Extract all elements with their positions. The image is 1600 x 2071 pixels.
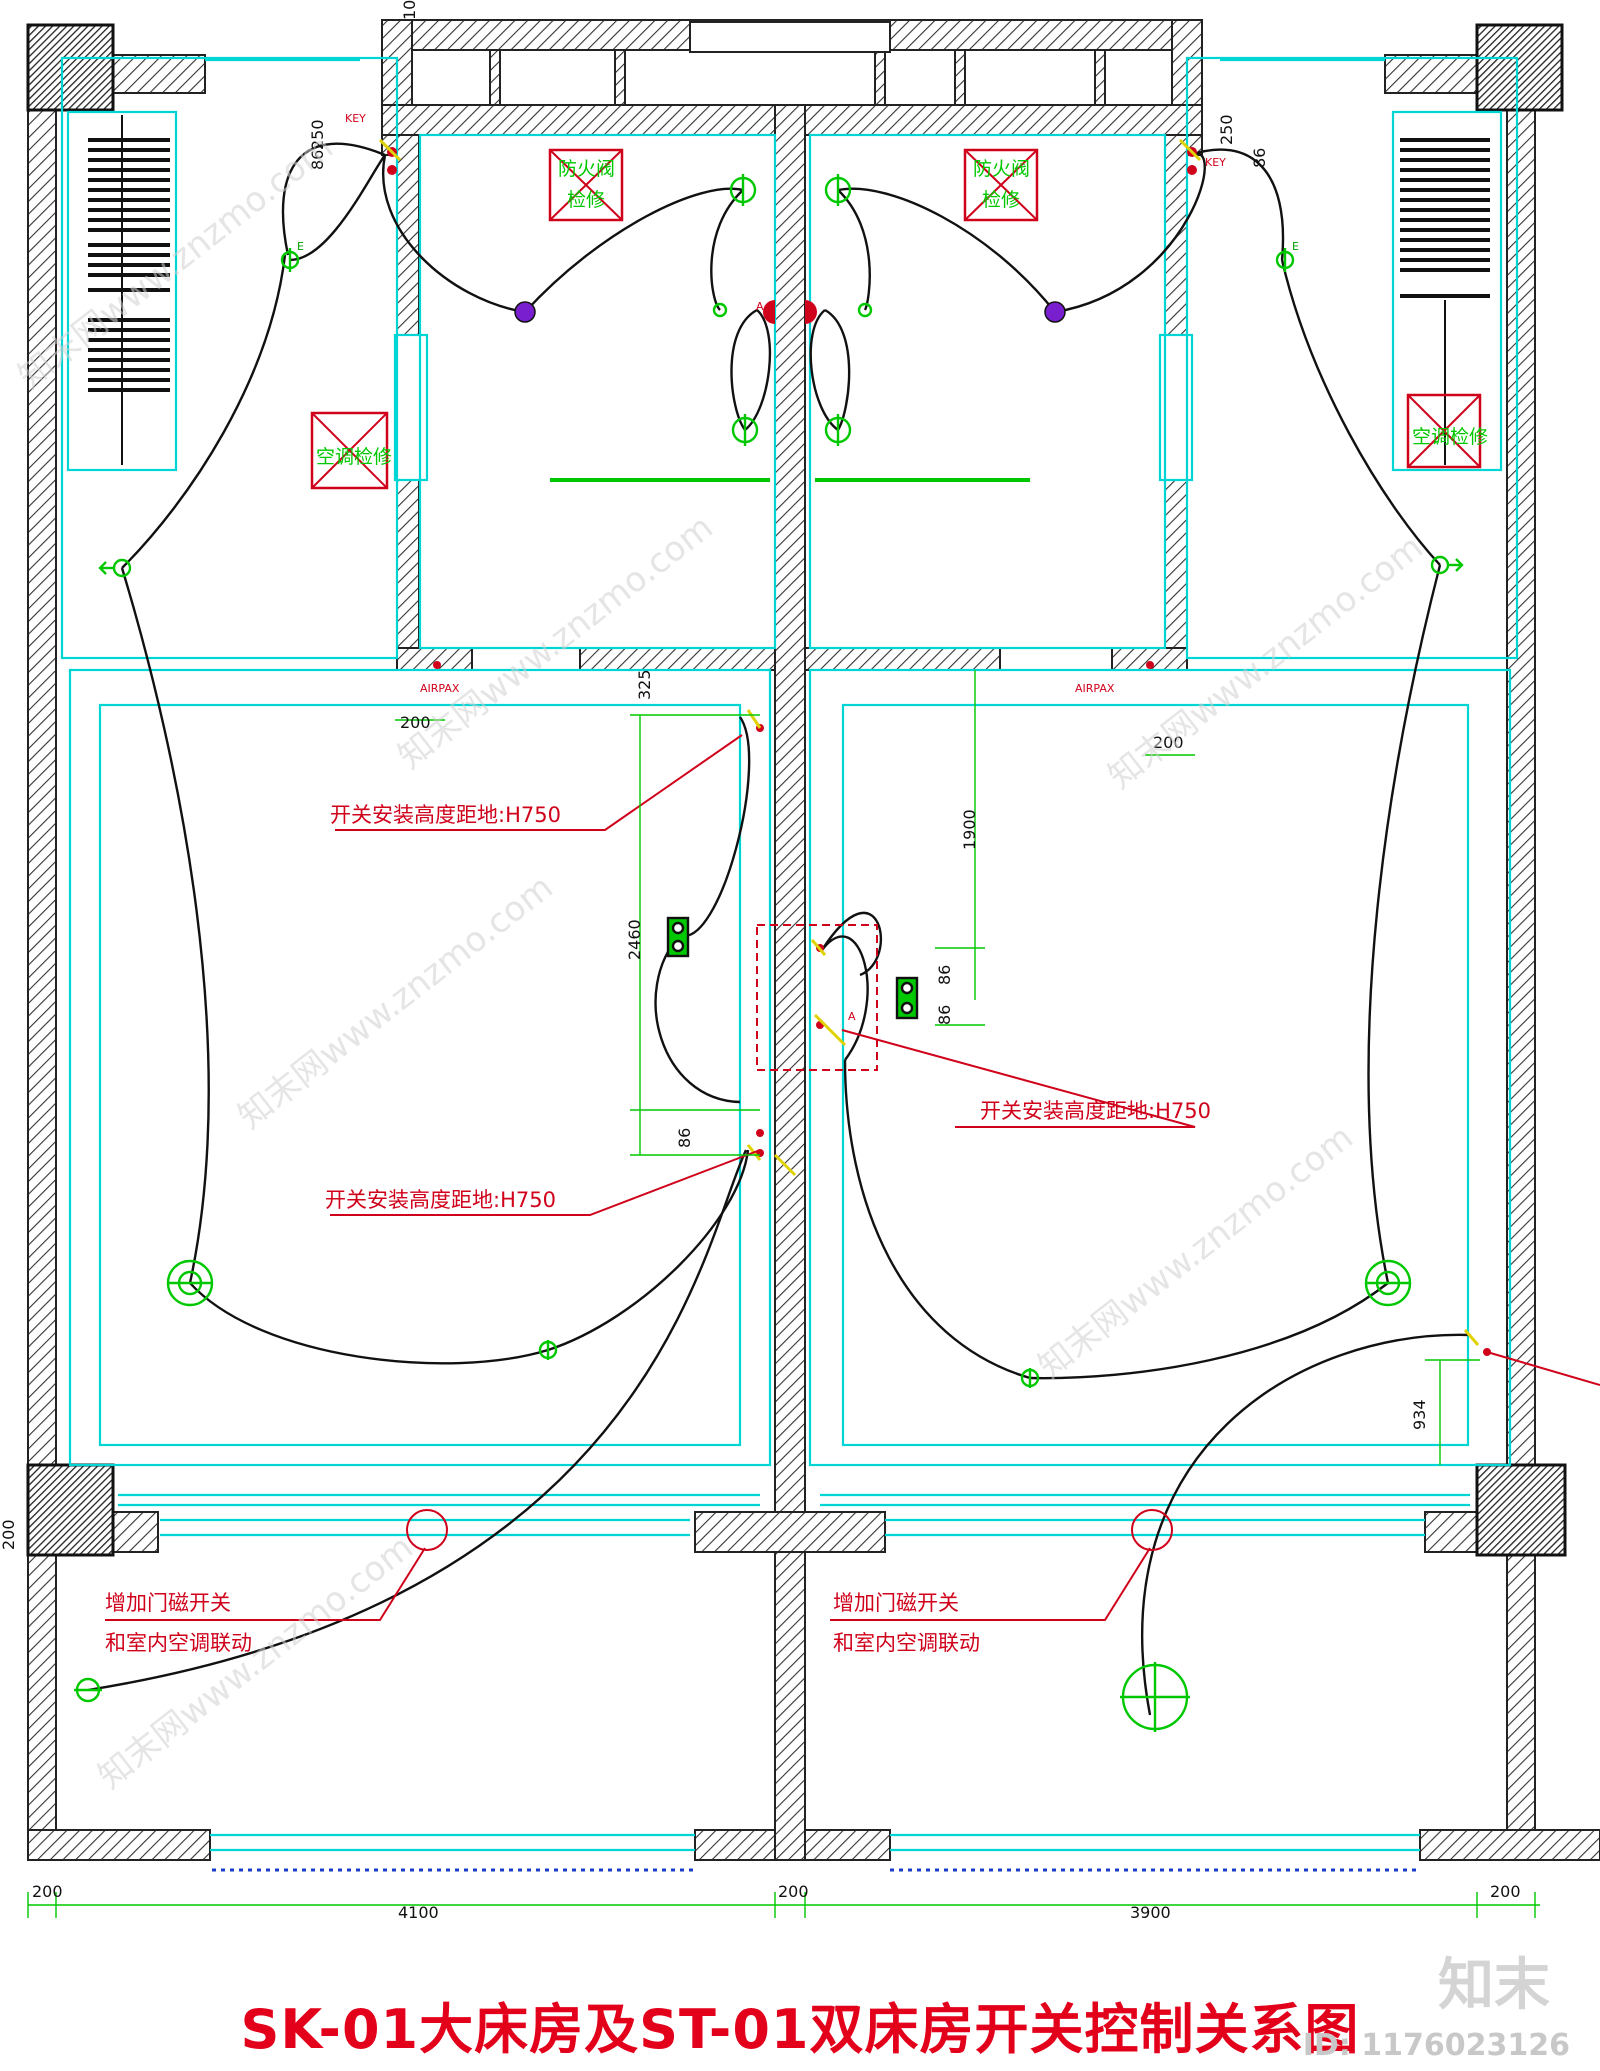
dim-86: 86 (1250, 148, 1269, 168)
ac-label-left: 空调检修 (316, 446, 392, 468)
downlight-icon (729, 174, 757, 206)
airpax-tag-right: AIRPAX (1075, 682, 1115, 695)
logo: 知末 (1438, 1953, 1550, 2018)
dim-2460: 2460 (625, 919, 644, 960)
small-tags: KEY KEY AIRPAX AIRPAX A A E E (297, 112, 1299, 1023)
dim-200: 200 (32, 1882, 63, 1901)
key-tag-left: KEY (345, 112, 366, 125)
e-tag: E (1292, 240, 1299, 253)
watermark-text: 知末网www.znzmo.com (231, 867, 561, 1137)
watermark-text: 知末网www.znzmo.com (91, 1527, 421, 1797)
fire-valve-label-right: 防火阀 (973, 158, 1030, 180)
structural-columns (26, 23, 1567, 1557)
annotation-texts: 开关安装高度距地:H750 开关安装高度距地:H750 开关安装高度距地:H75… (105, 803, 1211, 1655)
door-magnet-note-left-1: 增加门磁开关 (105, 1591, 231, 1615)
switch-height-note-3: 开关安装高度距地:H750 (980, 1099, 1211, 1123)
dimension-texts: 200 4100 200 3900 200 200 200 325 2460 8… (0, 0, 1521, 1922)
watermark-text: 知末网www.znzmo.com (391, 507, 721, 777)
door-magnet-note-left-2: 和室内空调联动 (105, 1631, 252, 1655)
e-tag: E (297, 240, 304, 253)
fire-valve-tag-right: 防火阀 检修 (963, 148, 1039, 222)
ac-service-tag-left: 空调检修 (310, 411, 392, 490)
ceiling-outlines (60, 56, 1519, 1852)
downlight-icon (1275, 248, 1295, 272)
walls (27, 19, 1600, 1861)
ceiling-lamp-icon (1120, 1662, 1190, 1732)
door-magnet-note-right-2: 和室内空调联动 (833, 1631, 980, 1655)
dim-325: 325 (635, 669, 654, 700)
downlight-icon (74, 1677, 102, 1703)
downlight-icon (1020, 1368, 1040, 1388)
wardrobe-right (1400, 138, 1490, 465)
leader-lines (105, 734, 1600, 1621)
pendant-light-icon (1364, 1259, 1412, 1307)
dim-200: 200 (1490, 1882, 1521, 1901)
wall-light-icon (1430, 555, 1464, 575)
light-fixtures (74, 174, 1464, 1732)
service-label-left: 检修 (567, 189, 605, 211)
fan-icon (712, 302, 873, 318)
fire-valve-label-left: 防火阀 (558, 158, 615, 180)
image-id: ID: 1176023126 (1302, 2028, 1570, 2063)
airpax-tag-left: AIRPAX (420, 682, 460, 695)
dimension-lines (27, 670, 1540, 1918)
door-magnet-note-right-1: 增加门磁开关 (833, 1591, 959, 1615)
dim-86: 86 (935, 1005, 954, 1025)
ac-service-tag-right: 空调检修 (1406, 393, 1488, 469)
wardrobe-left (88, 115, 170, 465)
a-tag: A (756, 300, 764, 313)
downlight-icon (538, 1340, 558, 1360)
pendant-light-icon (166, 1259, 214, 1307)
dim-100: 100 (400, 0, 419, 20)
watermark-text: 知末网www.znzmo.com (1031, 1117, 1361, 1387)
dim-934: 934 (1410, 1399, 1429, 1430)
dim-1900: 1900 (960, 809, 979, 850)
ac-label-right: 空调检修 (1412, 426, 1488, 448)
switch-height-note-1: 开关安装高度距地:H750 (330, 803, 561, 827)
switch-height-note-2: 开关安装高度距地:H750 (325, 1188, 556, 1212)
dim-200: 200 (0, 1519, 18, 1550)
dim-86: 86 (308, 150, 327, 170)
switch-lead-marks (378, 138, 1480, 1346)
downlight-icon (731, 414, 759, 446)
switch-highlight-box (756, 924, 878, 1071)
dim-200: 200 (400, 713, 431, 732)
dim-200: 200 (778, 1882, 809, 1901)
dim-86: 86 (675, 1128, 694, 1148)
downlight-icon (824, 414, 852, 446)
bedside-switch-icon (666, 916, 690, 958)
dim-3900: 3900 (1130, 1903, 1171, 1922)
drawing-title: SK-01大床房及ST-01双床房开关控制关系图 (240, 1998, 1360, 2061)
dim-4100: 4100 (398, 1903, 439, 1922)
a-tag: A (848, 1010, 856, 1023)
fire-valve-tag-left: 防火阀 检修 (548, 148, 624, 222)
service-label-right: 检修 (982, 189, 1020, 211)
downlight-icon (824, 174, 852, 206)
door-magnet-sensor-icons (406, 1509, 1173, 1551)
dim-250: 250 (1217, 114, 1236, 145)
dim-250: 250 (308, 119, 327, 150)
downlight-icon (280, 248, 300, 272)
key-tag-right: KEY (1205, 156, 1226, 169)
dim-86: 86 (935, 965, 954, 985)
exhaust-fan-icons (514, 301, 1066, 323)
wall-light-icon (98, 558, 132, 578)
dim-200: 200 (1153, 733, 1184, 752)
bedside-switch-icon (895, 976, 919, 1020)
